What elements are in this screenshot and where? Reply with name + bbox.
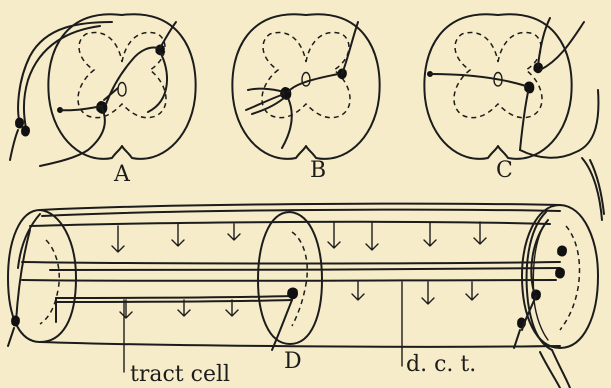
label-d: D bbox=[284, 351, 302, 373]
label-dct: d. c. t. bbox=[406, 354, 476, 376]
neuron-body bbox=[558, 246, 567, 256]
section-c bbox=[424, 14, 604, 220]
section-a bbox=[10, 14, 196, 166]
label-b: B bbox=[310, 160, 326, 182]
neuron-body bbox=[556, 268, 565, 278]
label-c: C bbox=[496, 160, 513, 182]
label-tract-cell: tract cell bbox=[130, 364, 230, 386]
cord-segment bbox=[8, 204, 598, 388]
ganglion-cell bbox=[12, 316, 20, 326]
ganglion-cell bbox=[16, 118, 24, 128]
label-a: A bbox=[114, 164, 130, 186]
section-b bbox=[232, 14, 379, 159]
ganglion-cell bbox=[22, 126, 30, 136]
tract-cell-body bbox=[288, 288, 298, 299]
neuron-body bbox=[525, 82, 534, 93]
